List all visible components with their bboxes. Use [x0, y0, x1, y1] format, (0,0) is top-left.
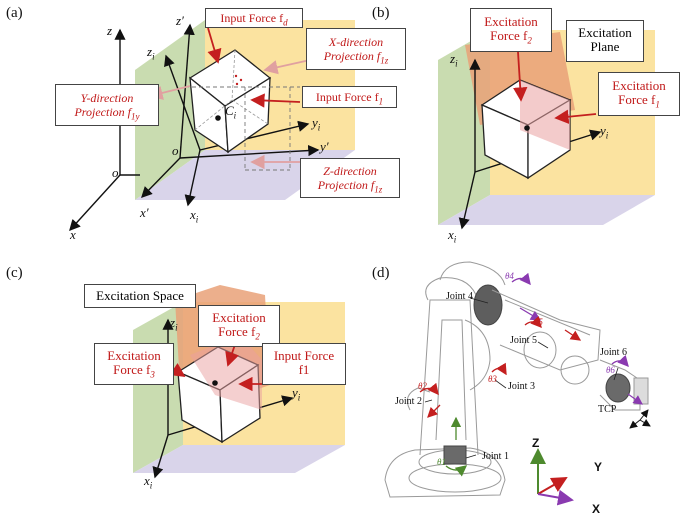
- a-axis-z-prime: z′: [176, 13, 184, 28]
- a-centroid-ci: Ci: [225, 103, 237, 121]
- c-box-excitation-f3: Excitation Force f3: [94, 343, 174, 385]
- b-box-excitation-plane: Excitation Plane: [566, 20, 644, 62]
- a-origin-o-prime: o′: [172, 143, 182, 158]
- a-axis-xi: xi: [190, 207, 199, 225]
- c-axis-xi: xi: [144, 473, 153, 491]
- a-box-x-projection: X-direction Projection f1z: [306, 28, 406, 70]
- panel-b-tag: (b): [372, 5, 390, 21]
- a-axis-x: x: [70, 227, 76, 242]
- world-y-axis: [537, 477, 568, 495]
- c-box-excitation-space: Excitation Space: [84, 284, 196, 308]
- d-joint-2: Joint 2: [395, 396, 422, 407]
- d-theta-2: θ2: [418, 381, 427, 391]
- d-joint-5: Joint 5: [510, 335, 537, 346]
- d-theta-4: θ4: [505, 271, 514, 281]
- d-tcp-label: TCP: [598, 404, 617, 415]
- c-box-excitation-f2: Excitation Force f2: [198, 305, 280, 347]
- c-plane-purple: [133, 445, 345, 473]
- b-axis-xi: xi: [448, 227, 457, 245]
- d-frame-x: X: [592, 502, 601, 516]
- a-axis-yi: yi: [312, 115, 321, 133]
- b-plane-purple: [438, 195, 655, 225]
- b-axis-zi: zi: [450, 51, 458, 69]
- panel-d-annotations: [419, 272, 651, 506]
- d-joint-6: Joint 6: [600, 347, 627, 358]
- a-box-z-projection: Z-direction Projection f1z: [300, 158, 400, 198]
- c-box-input-force: Input Force f1: [262, 343, 346, 385]
- b-axis-yi: yi: [600, 123, 609, 141]
- d-theta-6: θ6: [606, 365, 615, 375]
- c-axis-zi: zi: [170, 315, 178, 333]
- c-axis-yi: yi: [292, 385, 301, 403]
- d-frame-z: Z: [532, 436, 540, 450]
- d-theta-3: θ3: [488, 374, 497, 384]
- world-x-axis: [537, 489, 574, 506]
- b-box-excitation-f2: Excitation Force f2: [470, 8, 552, 52]
- a-box-input-f1: Input Force f1: [302, 86, 397, 108]
- a-axis-x-prime: x′: [140, 205, 149, 220]
- d-theta-1: θ1: [437, 457, 446, 467]
- panel-d-tag: (d): [372, 265, 390, 281]
- b-box-excitation-f1: Excitation Force f1: [598, 72, 680, 116]
- d-joint-1: Joint 1: [482, 451, 509, 462]
- panel-c-tag: (c): [6, 265, 23, 281]
- a-axis-z: z: [107, 23, 113, 38]
- panel-a-tag: (a): [6, 5, 23, 21]
- a-origin-o: o: [112, 165, 119, 180]
- a-box-y-projection: Y-direction Projection f1y: [55, 84, 159, 126]
- a-axis-y-prime: y′: [320, 139, 329, 154]
- d-joint-4: Joint 4: [446, 291, 473, 302]
- panel-b-graphics: [438, 30, 655, 230]
- a-box-input-fd: Input Force fd: [205, 8, 303, 28]
- panel-d-robot: [384, 261, 649, 498]
- d-frame-y: Y: [594, 460, 603, 474]
- d-joint-3: Joint 3: [508, 381, 535, 392]
- d-theta-5: θ5: [534, 317, 543, 327]
- a-axis-zi: zi: [147, 44, 155, 62]
